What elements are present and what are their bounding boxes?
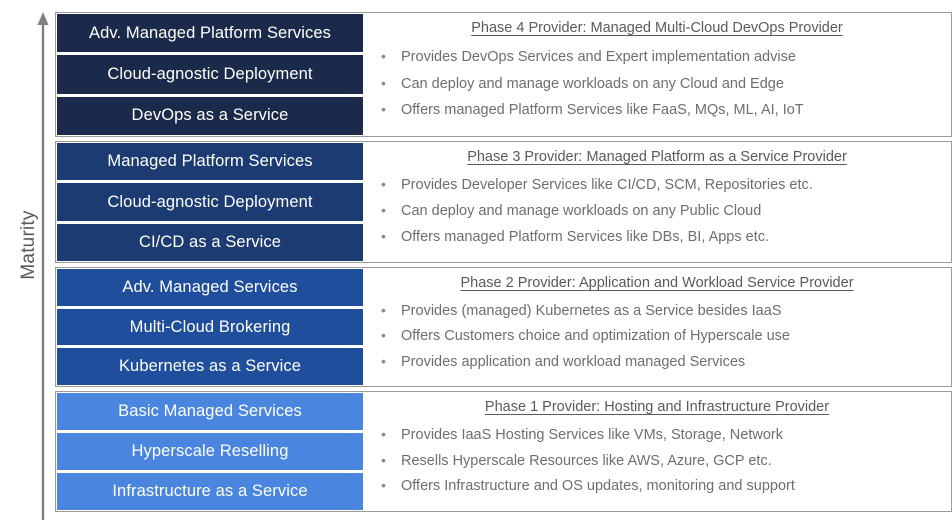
phase-bullet-item: Offers Customers choice and optimization… xyxy=(381,328,945,345)
capability-bar[interactable]: Managed Platform Services xyxy=(57,143,363,181)
phase-bullet-item: Resells Hyperscale Resources like AWS, A… xyxy=(381,453,945,470)
capability-bar[interactable]: Infrastructure as a Service xyxy=(57,473,363,510)
capability-bar-label: Managed Platform Services xyxy=(107,152,313,171)
phase-bullet-item: Can deploy and manage workloads on any P… xyxy=(381,203,945,220)
phase-bullet-list: Provides DevOps Services and Expert impl… xyxy=(369,39,945,130)
capability-bar[interactable]: Hyperscale Reselling xyxy=(57,433,363,470)
capability-bar-label: Cloud-agnostic Deployment xyxy=(107,64,313,83)
capability-bar[interactable]: Cloud-agnostic Deployment xyxy=(57,55,363,94)
phase-title: Phase 1 Provider: Hosting and Infrastruc… xyxy=(484,399,830,415)
phase-title: Phase 2 Provider: Application and Worklo… xyxy=(460,275,854,291)
capability-bar-label: Adv. Managed Services xyxy=(122,277,298,296)
capability-bar-label: Basic Managed Services xyxy=(118,401,302,420)
capability-bar-label: Cloud-agnostic Deployment xyxy=(107,192,313,211)
phase-bullet-item: Provides DevOps Services and Expert impl… xyxy=(381,49,945,66)
phase-bullet-item: Offers managed Platform Services like Fa… xyxy=(381,102,945,119)
maturity-axis-arrow-icon xyxy=(37,12,49,520)
capability-bar-label: Adv. Managed Platform Services xyxy=(88,23,332,42)
capability-bar-label: DevOps as a Service xyxy=(131,106,289,125)
phase-bullet-item: Provides (managed) Kubernetes as a Servi… xyxy=(381,303,945,320)
capability-bar[interactable]: Adv. Managed Services xyxy=(57,269,363,306)
phase-bullet-item: Provides Developer Services like CI/CD, … xyxy=(381,177,945,194)
capability-bar[interactable]: Cloud-agnostic Deployment xyxy=(57,183,363,221)
capability-bar-label: Hyperscale Reselling xyxy=(131,442,289,460)
phase-bullet-item: Offers managed Platform Services like DB… xyxy=(381,229,945,246)
phase-bullet-list: Provides (managed) Kubernetes as a Servi… xyxy=(369,294,945,380)
phase-bullet-item: Provides application and workload manage… xyxy=(381,354,945,371)
maturity-axis-label: Maturity xyxy=(18,210,39,280)
capability-bar[interactable]: Multi-Cloud Brokering xyxy=(57,308,363,346)
phase-description-panel: Phase 1 Provider: Hosting and Infrastruc… xyxy=(363,392,951,511)
capability-bar-label: Infrastructure as a Service xyxy=(112,482,308,501)
phase-description-panel: Phase 2 Provider: Application and Worklo… xyxy=(363,268,951,386)
phase-bullet-item: Can deploy and manage workloads on any C… xyxy=(381,76,945,93)
capability-bar[interactable]: Kubernetes as a Service xyxy=(57,348,363,385)
capability-bar-label: Multi-Cloud Brokering xyxy=(129,317,291,336)
capability-bar-label: Kubernetes as a Service xyxy=(118,357,302,376)
capability-bar[interactable]: DevOps as a Service xyxy=(57,96,363,135)
phase-title: Phase 3 Provider: Managed Platform as a … xyxy=(467,149,847,165)
phase-bullet-item: Provides IaaS Hosting Services like VMs,… xyxy=(381,427,945,444)
phase-description-panel: Phase 3 Provider: Managed Platform as a … xyxy=(363,142,951,262)
phase-description-panel: Phase 4 Provider: Managed Multi-Cloud De… xyxy=(363,13,951,136)
capability-bar[interactable]: Basic Managed Services xyxy=(57,393,363,430)
capability-bar[interactable]: CI/CD as a Service xyxy=(57,223,363,261)
capability-bar[interactable]: Adv. Managed Platform Services xyxy=(57,14,363,53)
phase-bullet-item: Offers Infrastructure and OS updates, mo… xyxy=(381,478,945,495)
phase-bullet-list: Provides IaaS Hosting Services like VMs,… xyxy=(369,418,945,505)
capability-bar-label: CI/CD as a Service xyxy=(138,232,282,251)
phase-bullet-list: Provides Developer Services like CI/CD, … xyxy=(369,168,945,256)
phase-title: Phase 4 Provider: Managed Multi-Cloud De… xyxy=(471,20,843,36)
